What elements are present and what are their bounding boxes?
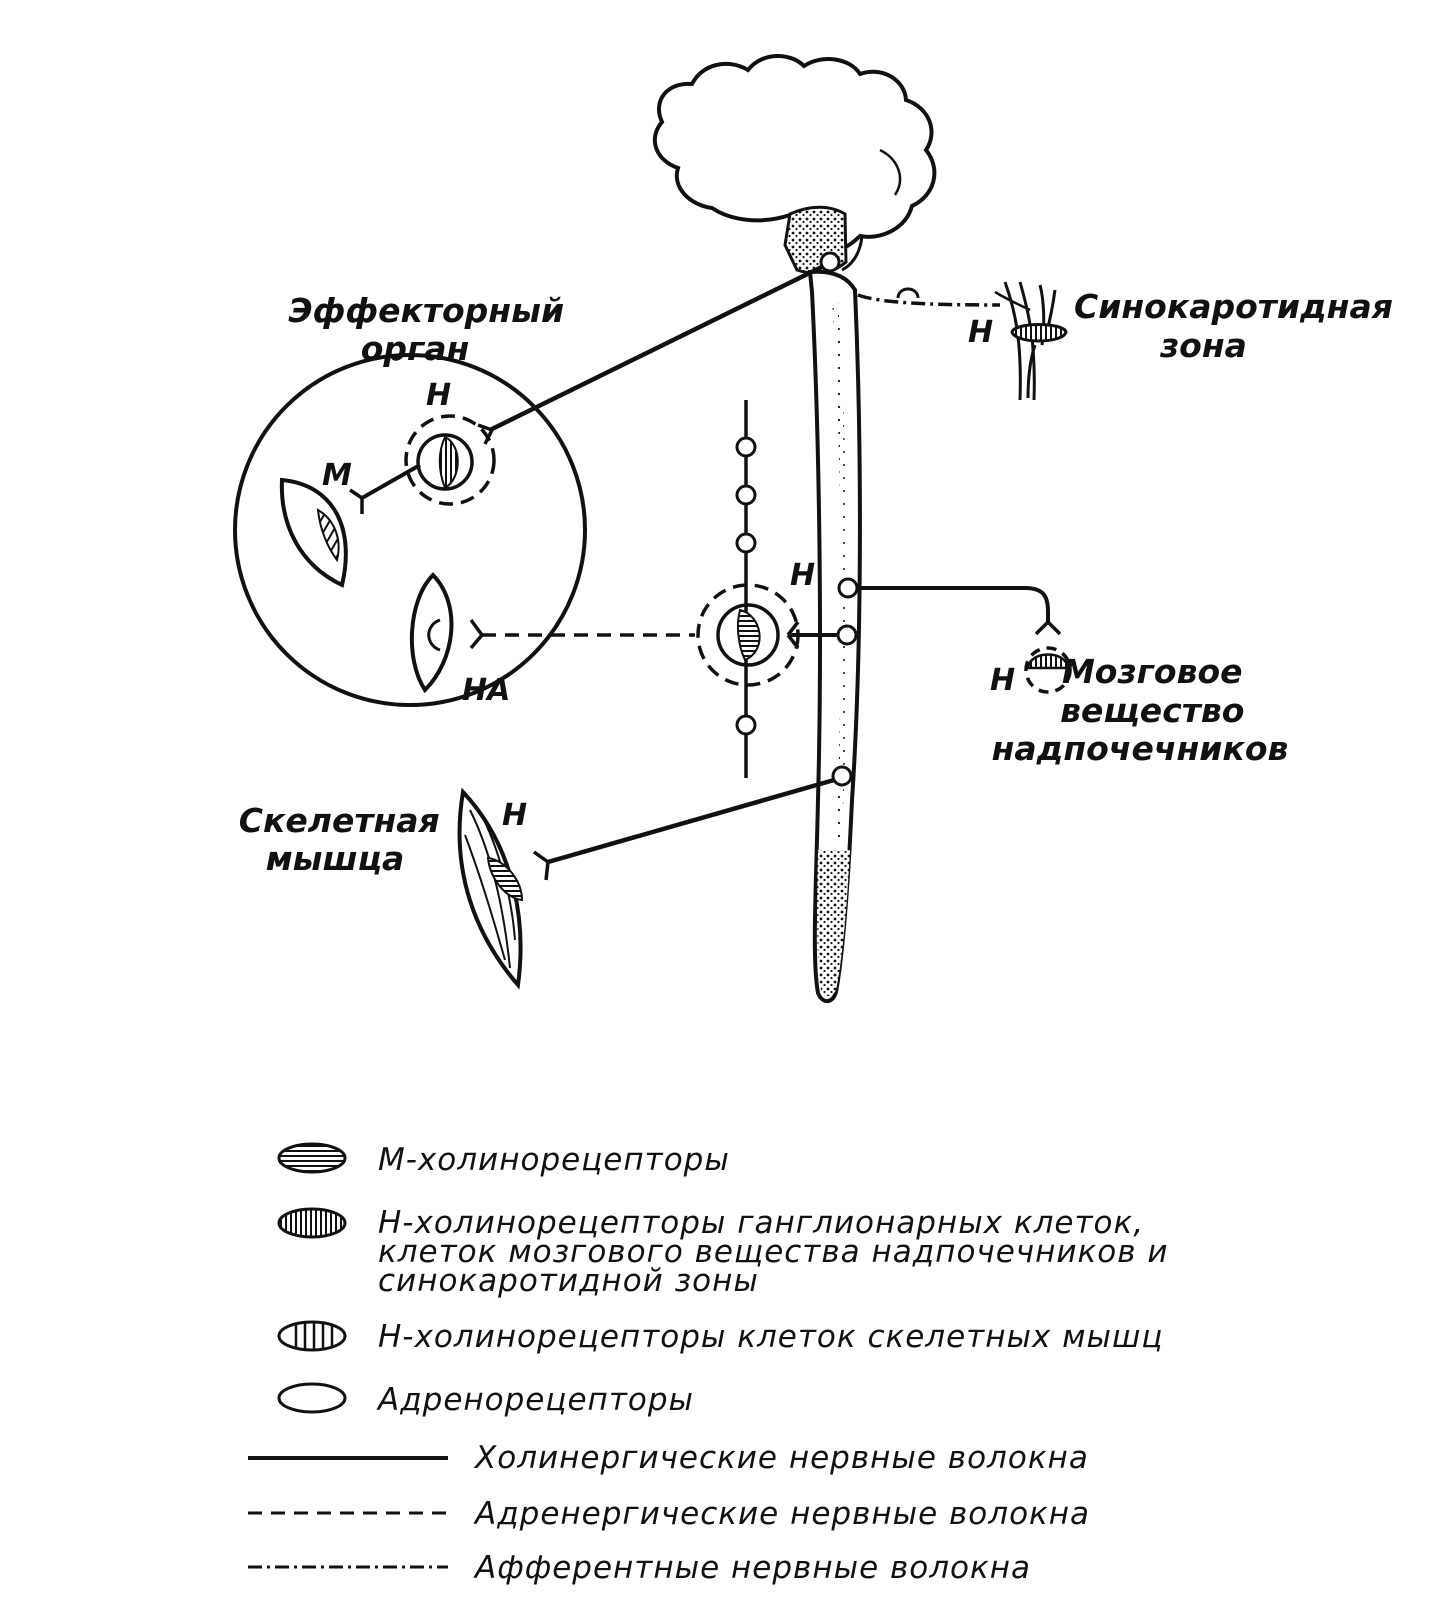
spinal-neuron-motor — [831, 765, 853, 787]
effector-m-cell — [279, 477, 348, 588]
synapse-fork-ganglion — [786, 620, 800, 650]
letter-h-ganglion: Н — [790, 558, 815, 593]
adrenoreceptor-icon — [277, 1382, 347, 1414]
legend: М-холинорецепторы Н-холинорецепторы ганг… — [248, 1142, 1179, 1586]
brain — [652, 53, 937, 272]
legend-m-cholinoreceptors: М-холинорецепторы — [378, 1142, 730, 1178]
label-sinocarotid-zone: Синокаротидная зона — [1074, 287, 1404, 365]
preganglionic-fiber-adrenal — [857, 586, 1050, 622]
synapse-fork-effector-h — [477, 423, 494, 445]
effector-adrenergic-cell — [409, 572, 454, 694]
h-cholinoreceptor-skeletal-icon — [277, 1320, 347, 1352]
spinal-cord-grey-matter — [832, 300, 847, 845]
preganglionic-fiber-effector — [489, 259, 833, 433]
synapse-fork-effector-m — [349, 488, 364, 514]
synapse-fork-skeletal — [532, 850, 550, 881]
label-adrenal-medulla: Мозговое вещество надпочечников — [992, 652, 1289, 768]
synapse-fork-adrenal — [1034, 620, 1062, 636]
adrenal-h-receptor — [1024, 646, 1072, 694]
label-effector-organ: Эффекторный орган — [288, 291, 575, 368]
legend-adrenergic-fibers: Адренергические нервные волокна — [473, 1496, 1090, 1532]
afferent-fiber-sinocarotid — [857, 293, 1001, 307]
legend-afferent-fibers: Афферентные нервные волокна — [473, 1550, 1031, 1586]
legend-cholinergic-fibers: Холинергические нервные волокна — [473, 1440, 1089, 1476]
afferent-neuron-loop — [896, 287, 920, 299]
motor-fiber — [547, 777, 835, 865]
effector-organ-circle — [233, 353, 587, 707]
synapse-fork-effector-na — [469, 618, 484, 650]
legend-adrenoreceptors: Адренорецепторы — [376, 1382, 694, 1418]
ganglion-h-receptor — [696, 583, 800, 687]
skeletal-muscle-fiber — [457, 787, 524, 990]
letter-h-adrenal: Н — [990, 663, 1015, 698]
h-cholinoreceptor-ganglion-icon — [277, 1207, 347, 1239]
letter-h-skeletal: Н — [502, 798, 527, 833]
legend-h-cholinoreceptors-skeletal: Н-холинорецепторы клеток скелетных мышц — [378, 1319, 1164, 1355]
sympathetic-chain — [735, 400, 757, 778]
letter-h-effector: Н — [426, 378, 451, 413]
effector-h-receptor — [404, 414, 496, 506]
spinal-neuron-adrenal — [837, 577, 859, 599]
m-cholinoreceptor-icon — [277, 1142, 347, 1174]
sinocarotid-vessel — [994, 281, 1068, 401]
legend-h-cholinoreceptors-ganglion: Н-холинорецепторы ганглионарных клеток, … — [378, 1205, 1179, 1299]
spinal-neuron-ganglion — [836, 624, 858, 646]
letter-h-sinocarotid: Н — [968, 315, 993, 350]
letter-m-effector: М — [322, 458, 352, 493]
spinal-cord-lower-dots — [817, 850, 850, 996]
postganglionic-cholinergic-fiber — [361, 463, 421, 500]
spinal-neuron-top — [819, 251, 841, 273]
label-skeletal-muscle: Скелетная мышца — [239, 801, 451, 878]
letter-na-effector: НА — [462, 673, 510, 708]
